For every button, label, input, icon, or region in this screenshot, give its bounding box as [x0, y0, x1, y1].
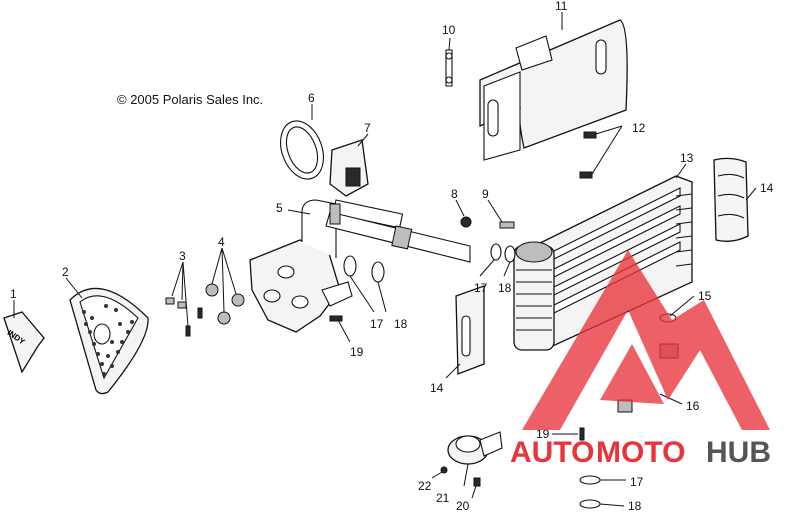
leader-lines	[13, 12, 757, 507]
watermark-moto: MOTO	[596, 436, 685, 469]
callout-13: 13	[680, 151, 694, 165]
part-1-badge: INDY	[3, 311, 45, 374]
callout-21: 21	[436, 491, 450, 505]
watermark-auto: AUTO	[510, 436, 594, 469]
part-8-nut	[460, 216, 472, 228]
part-9-bolt	[499, 221, 515, 229]
cooler-right-fins	[675, 193, 693, 267]
part-10-clip	[445, 49, 453, 87]
part-11-heat-shield	[479, 19, 628, 161]
callout-18-bottom: 18	[628, 499, 642, 512]
callout-16: 16	[686, 399, 700, 413]
part-14-cover-lower	[455, 285, 485, 375]
callout-17-bottom: 17	[630, 475, 644, 489]
copyright-text: © 2005 Polaris Sales Inc.	[117, 92, 263, 107]
part-21-pump	[447, 431, 503, 465]
part-6-clamp	[280, 120, 324, 180]
callout-11: 11	[555, 0, 568, 13]
watermark-hub: HUB	[706, 436, 771, 469]
callout-8: 8	[451, 187, 458, 201]
part-12-screws	[579, 131, 597, 179]
callout-19-left: 19	[350, 345, 364, 359]
callout-17-middle: 17	[474, 281, 488, 295]
callout-12: 12	[632, 121, 646, 135]
part-19-screws	[329, 315, 585, 441]
callout-9: 9	[482, 187, 489, 201]
callout-18-left: 18	[394, 317, 408, 331]
part-17-18-orings	[343, 243, 601, 509]
callout-1: 1	[10, 287, 17, 301]
callout-17-left: 17	[370, 317, 384, 331]
callout-22: 22	[418, 479, 432, 493]
callout-19-right: 19	[536, 427, 550, 441]
part-22-washer	[440, 466, 448, 474]
callout-10: 10	[442, 23, 456, 37]
callout-labels: 1 2 3 4 5 6 7 8 9 10 11 12 13 14 14 15 1…	[10, 0, 774, 512]
callout-5: 5	[276, 201, 283, 215]
callout-4: 4	[218, 235, 225, 249]
callout-20: 20	[456, 499, 470, 512]
callout-2: 2	[62, 265, 69, 279]
callout-14-upper: 14	[760, 181, 774, 195]
callout-15: 15	[698, 289, 712, 303]
callout-7: 7	[364, 121, 371, 135]
callout-18-middle: 18	[498, 281, 512, 295]
part-14-cover-upper	[713, 157, 749, 242]
part-20-screw	[473, 477, 481, 487]
part-7-bracket	[329, 139, 369, 197]
part-5-duct-assembly	[249, 199, 471, 333]
watermark-text: AUTO MOTO HUB	[510, 436, 771, 469]
callout-14-lower: 14	[430, 381, 444, 395]
cooler-end-tank	[513, 241, 555, 351]
part-2-grille	[69, 287, 149, 395]
part-4-grommets	[205, 283, 245, 325]
watermark-logo	[522, 250, 770, 430]
callout-3: 3	[179, 249, 186, 263]
callout-6: 6	[308, 91, 315, 105]
part-3-fasteners	[165, 297, 203, 337]
